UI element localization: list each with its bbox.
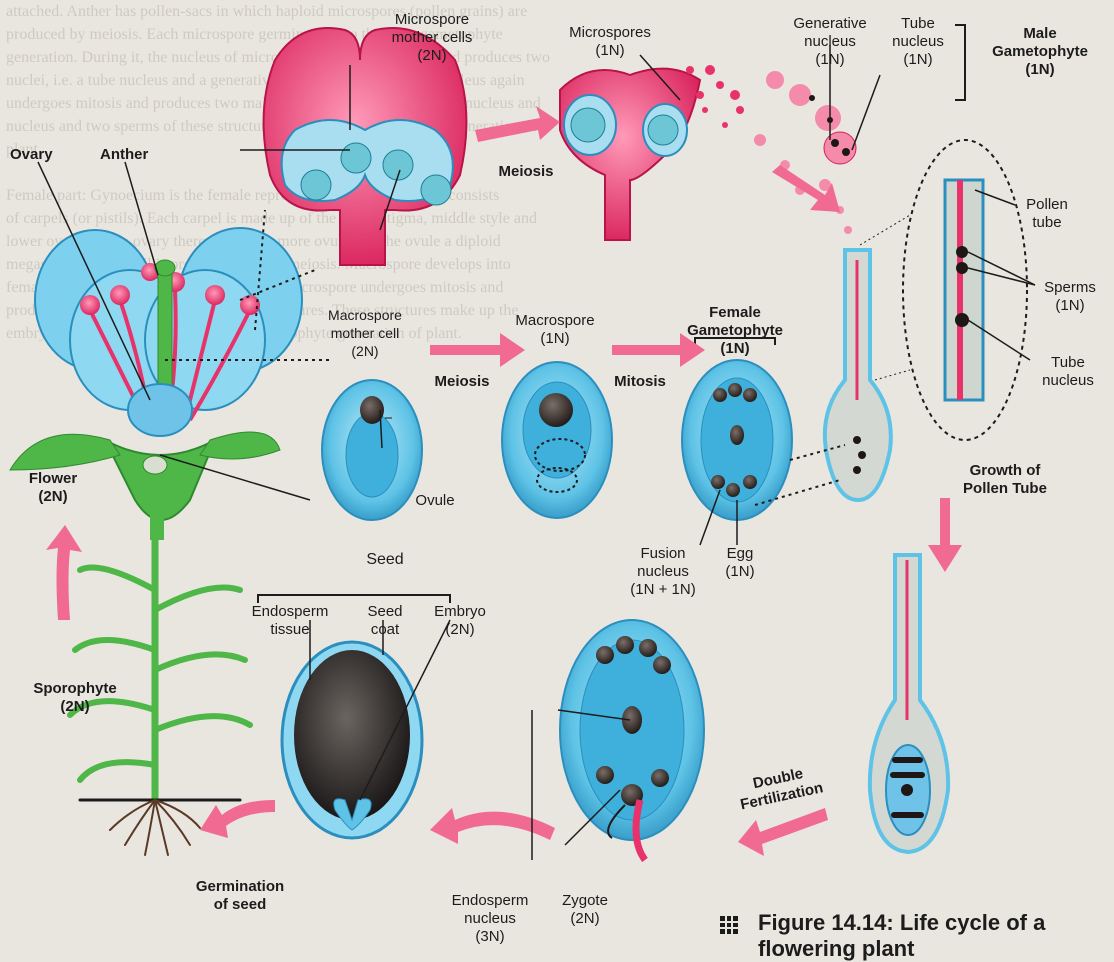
zygote-label: Zygote (2N) [545, 892, 625, 928]
germination-of-seed-label: Germination of seed [180, 878, 300, 914]
female-gametophyte-label: Female Gametophyte (1N) [680, 304, 790, 358]
tube-nucleus-right-label: Tube nucleus [1030, 354, 1106, 390]
tube-nucleus-top-label: Tube nucleus (1N) [888, 15, 948, 69]
caption-text: Figure 14.14: Life cycle of a flowering … [758, 910, 1098, 962]
pollen-tube-zoom-illustration [903, 140, 1035, 440]
egg-label: Egg (1N) [710, 545, 770, 581]
macrospore-mother-cell-label: Macrospore mother cell (2N) [315, 306, 415, 360]
sporophyte-label: Sporophyte (2N) [20, 680, 130, 716]
pollen-tube-ovule-illustration [870, 555, 948, 852]
mitosis-label: Mitosis [605, 373, 675, 391]
grid-icon [720, 916, 738, 934]
male-gametophyte-label: Male Gametophyte (1N) [985, 25, 1095, 79]
sperms-label: Sperms (1N) [1035, 279, 1105, 315]
embryo-label: Embryo (2N) [425, 603, 495, 639]
ovule-female-gametophyte [682, 338, 792, 520]
microspore-mother-cells-label: Microspore mother cells (2N) [382, 11, 482, 65]
meiosis-top-label: Meiosis [486, 163, 566, 181]
seed-coat-label: Seed coat [355, 603, 415, 639]
growth-of-pollen-tube-label: Growth of Pollen Tube [950, 462, 1060, 498]
fusion-nucleus-label: Fusion nucleus (1N + 1N) [618, 545, 708, 599]
pollen-germination-illustration [825, 215, 910, 500]
endosperm-nucleus-label: Endosperm nucleus (3N) [440, 892, 540, 946]
pollen-tube-label: Pollen tube [1012, 196, 1082, 232]
endosperm-tissue-label: Endosperm tissue [245, 603, 335, 639]
meiosis-mid-label: Meiosis [422, 373, 502, 391]
seed-label: Seed [350, 551, 420, 569]
macrospore-label: Macrospore (1N) [500, 312, 610, 348]
generative-nucleus-label: Generative nucleus (1N) [785, 15, 875, 69]
ovary-label: Ovary [10, 146, 53, 164]
flower-label: Flower (2N) [18, 470, 88, 506]
anther-label: Anther [100, 146, 148, 164]
ovule-label: Ovule [405, 492, 465, 510]
fertilized-ovule-illustration [560, 620, 704, 860]
ovule-macrospore [502, 362, 612, 518]
microspores-label: Microspores (1N) [560, 24, 660, 60]
